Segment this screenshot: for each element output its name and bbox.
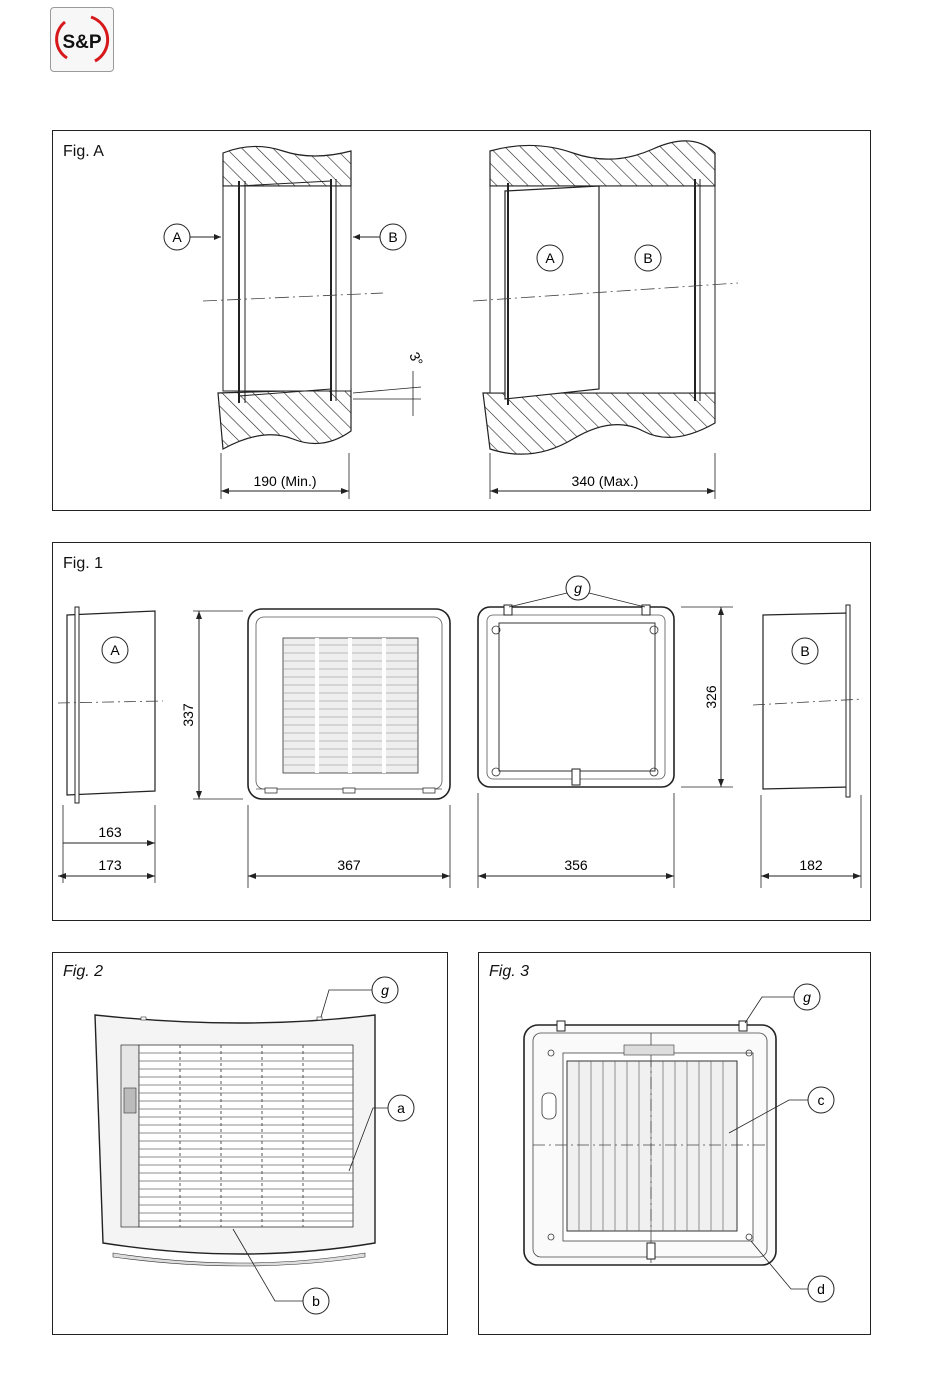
dim-min-label: 190 (Min.) — [253, 473, 316, 489]
logo-text: S&P — [62, 32, 101, 53]
dim-367: 367 — [337, 857, 361, 873]
figure-2-panel: Fig. 2 g a b — [52, 952, 448, 1335]
brand-logo: S&P — [50, 7, 114, 72]
callout-b-fig2-label: b — [312, 1293, 320, 1309]
callout-b-left-label: B — [388, 229, 397, 245]
figure-1-drawing: A 163 173 337 — [53, 543, 870, 920]
callout-g-fig2-label: g — [381, 982, 389, 998]
angle-label: 3° — [406, 350, 426, 369]
callout-b-right-label: B — [643, 250, 652, 266]
figure-1-panel: Fig. 1 A 163 173 337 — [52, 542, 871, 921]
dim-163: 163 — [98, 824, 122, 840]
callout-a-left-label: A — [172, 229, 182, 245]
fan-louvre-grille — [139, 1045, 353, 1227]
figure-2-drawing: g a b — [53, 953, 447, 1334]
figure-a-drawing: A B 3° 190 (Min.) A B — [53, 131, 870, 510]
callout-a-fig2-label: a — [397, 1100, 405, 1116]
logo-mark: S&P — [51, 8, 113, 71]
callout-c-fig3-label: c — [818, 1092, 825, 1108]
dim-326: 326 — [703, 685, 719, 709]
wall-top-right — [490, 141, 715, 186]
duct-part-a — [505, 186, 599, 399]
figure-a-panel: Fig. A A B 3° — [52, 130, 871, 511]
dim-max-label: 340 (Max.) — [572, 473, 639, 489]
callout-b-label: B — [800, 643, 809, 659]
callout-a-right-label: A — [545, 250, 555, 266]
figure-3-panel: Fig. 3 g c d — [478, 952, 871, 1335]
wall-bottom-right — [483, 393, 715, 454]
figure-3-drawing: g c d — [479, 953, 870, 1334]
callout-g-fig3-label: g — [803, 989, 811, 1005]
dim-182: 182 — [799, 857, 823, 873]
callout-d-fig3-label: d — [817, 1281, 825, 1297]
dim-337: 337 — [180, 703, 196, 727]
dim-173: 173 — [98, 857, 122, 873]
callout-g-label: g — [574, 580, 582, 596]
back-shutter — [567, 1061, 737, 1231]
callout-a-label: A — [110, 642, 120, 658]
rear-shutter — [499, 623, 655, 771]
dim-356: 356 — [564, 857, 588, 873]
